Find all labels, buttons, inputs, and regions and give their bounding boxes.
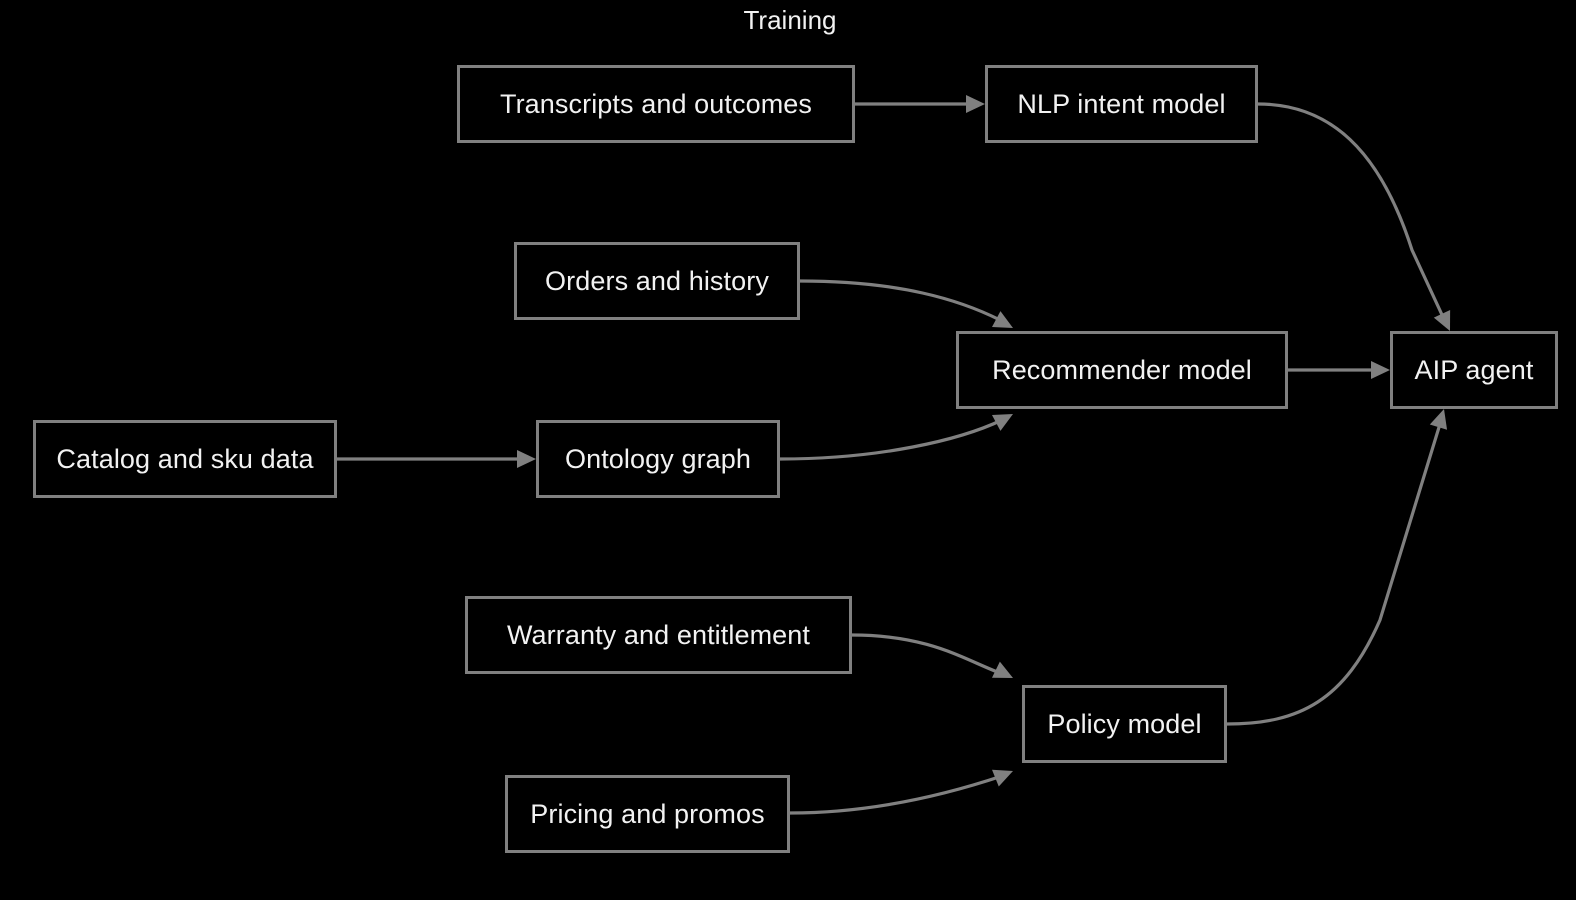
node-label-pricing: Pricing and promos bbox=[530, 798, 765, 829]
node-transcripts[interactable]: Transcripts and outcomes bbox=[457, 65, 855, 143]
node-label-transcripts: Transcripts and outcomes bbox=[499, 88, 813, 119]
arrowhead-recommender-to-aip bbox=[1371, 361, 1390, 379]
edge-ontology-to-recommender bbox=[779, 418, 1003, 461]
node-label-catalog: Catalog and sku data bbox=[56, 443, 314, 474]
arrowhead-pricing-to-policy bbox=[992, 769, 1013, 787]
arrowhead-ontology-to-recommender bbox=[991, 414, 1013, 431]
node-label-ontology: Ontology graph bbox=[564, 443, 752, 474]
edge-nlp-to-aip bbox=[1257, 102, 1445, 318]
arrowhead-transcripts-to-nlp bbox=[966, 95, 985, 113]
node-label-orders: Orders and history bbox=[545, 265, 769, 296]
node-label-aip: AIP agent bbox=[1414, 354, 1534, 385]
node-label-recommender: Recommender model bbox=[992, 354, 1252, 385]
node-aip[interactable]: AIP agent bbox=[1390, 331, 1558, 409]
edge-warranty-to-policy bbox=[851, 633, 1001, 675]
node-policy[interactable]: Policy model bbox=[1022, 685, 1227, 763]
edge-pricing-to-policy bbox=[789, 774, 1003, 815]
node-warranty[interactable]: Warranty and entitlement bbox=[465, 596, 852, 674]
arrowhead-catalog-to-ontology bbox=[517, 450, 536, 468]
node-pricing[interactable]: Pricing and promos bbox=[505, 775, 790, 853]
node-orders[interactable]: Orders and history bbox=[514, 242, 800, 320]
node-ontology[interactable]: Ontology graph bbox=[536, 420, 780, 498]
arrowhead-warranty-to-policy bbox=[991, 661, 1013, 678]
node-label-policy: Policy model bbox=[1047, 708, 1202, 739]
node-label-nlp: NLP intent model bbox=[1017, 88, 1226, 119]
node-nlp[interactable]: NLP intent model bbox=[985, 65, 1258, 143]
edge-policy-to-aip bbox=[1226, 423, 1442, 726]
node-label-warranty: Warranty and entitlement bbox=[506, 619, 811, 650]
edge-orders-to-recommender bbox=[799, 279, 1001, 322]
node-recommender[interactable]: Recommender model bbox=[956, 331, 1288, 409]
diagram-title: Training bbox=[743, 5, 837, 35]
node-catalog[interactable]: Catalog and sku data bbox=[33, 420, 337, 498]
arrowhead-policy-to-aip bbox=[1429, 409, 1448, 430]
